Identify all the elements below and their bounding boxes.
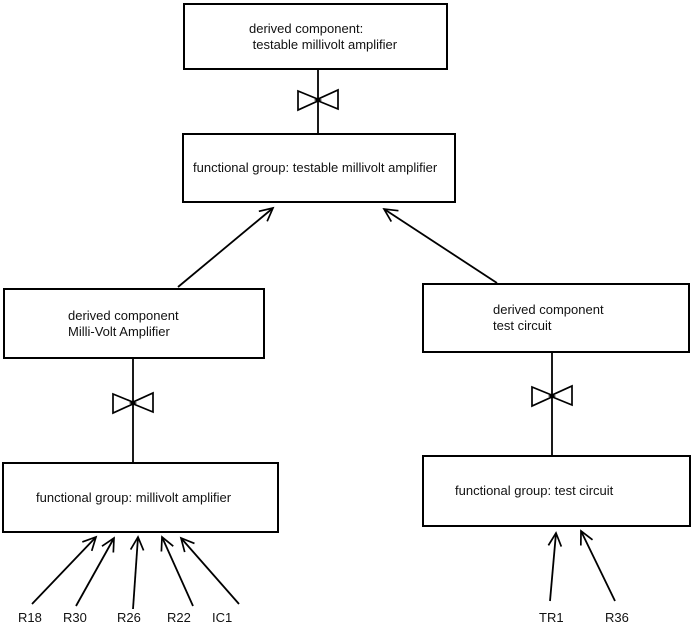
leaf-label-r22: R22 [167,610,191,625]
arrow-r30 [75,536,115,607]
bowtie-icon-left [112,391,154,415]
bowtie-icon-right [531,384,573,408]
leaf-label-r26: R26 [117,610,141,625]
node-text: functional group: test circuit [455,483,689,499]
arrow-ic1 [179,536,240,605]
leaf-label-tr1: TR1 [539,610,564,625]
leaf-label-r30: R30 [63,610,87,625]
node-functional-group-test-circuit: functional group: test circuit [422,455,691,527]
leaf-label-r36: R36 [605,610,629,625]
node-functional-group-millivolt-amplifier: functional group: millivolt amplifier [2,462,279,533]
arrow-tr1 [547,531,563,602]
node-text: functional group: testable millivolt amp… [193,160,454,176]
node-text-line: test circuit [493,318,552,333]
node-text-line: derived component [493,302,604,317]
arrow-r26 [129,535,145,610]
node-text-line: derived component: [249,20,364,36]
node-text-line: functional group: test circuit [455,483,614,498]
node-derived-component-test-circuit: derived component test circuit [422,283,690,353]
leaf-label-ic1: IC1 [212,610,233,625]
arrow-r18 [31,535,98,605]
bowtie-icon-top [297,88,339,112]
node-derived-component-testable-millivolt-amplifier: derived component: testable millivolt am… [183,3,448,70]
node-text-line: functional group: testable millivolt amp… [193,160,438,175]
node-text-line: Milli-Volt Amplifier [68,323,170,339]
node-derived-component-milli-volt-amplifier: derived component Milli-Volt Amplifier [3,288,265,359]
arrow-mva-to-fg-testable [177,206,275,288]
node-text: derived component test circuit [493,302,688,334]
arrow-r36 [579,529,616,602]
node-text: derived component: testable millivolt am… [249,21,446,53]
node-text-line: testable millivolt amplifier [249,36,398,52]
leaf-label-r18: R18 [18,610,42,625]
node-functional-group-testable-millivolt-amplifier: functional group: testable millivolt amp… [182,133,456,203]
node-text-line: functional group: millivolt amplifier [36,489,232,505]
node-text: derived component Milli-Volt Amplifier [68,308,263,340]
node-text-line: derived component [68,307,179,323]
node-text: functional group: millivolt amplifier [36,490,277,506]
arrow-r22 [160,535,194,607]
arrow-testcircuit-to-fg-testable [382,207,498,284]
